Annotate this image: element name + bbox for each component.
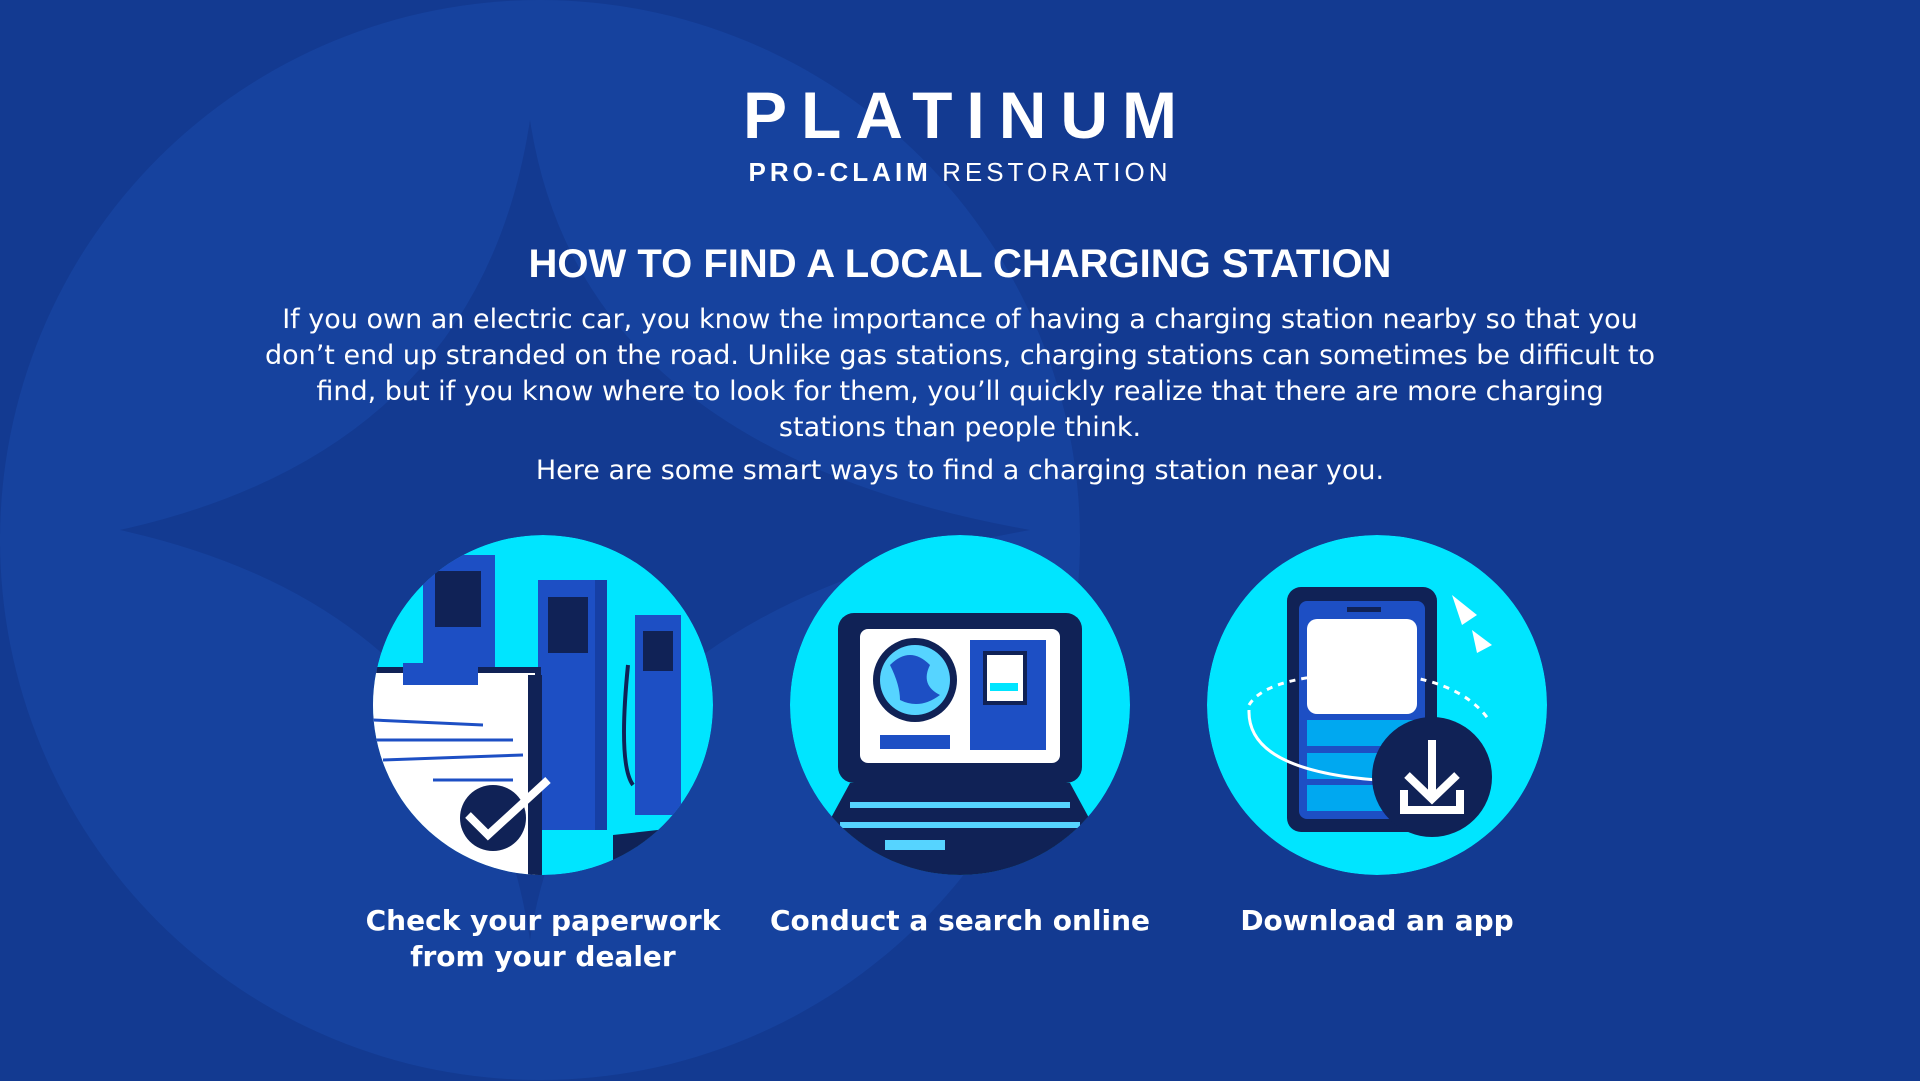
card-app-caption: Download an app xyxy=(1177,903,1577,939)
phone-download-icon xyxy=(1207,535,1547,875)
brand-tagline: PRO-CLAIM RESTORATION xyxy=(0,156,1920,188)
caption-line: from your dealer xyxy=(410,940,676,973)
brand-sub-light: RESTORATION xyxy=(942,157,1172,187)
caption-line: Download an app xyxy=(1240,904,1514,937)
laptop-search-icon xyxy=(790,535,1130,875)
card-search-caption: Conduct a search online xyxy=(760,903,1160,939)
intro-subline: Here are some smart ways to find a charg… xyxy=(535,455,1385,486)
caption-line: Check your paperwork xyxy=(365,904,721,937)
card-paperwork-caption: Check your paperwork from your dealer xyxy=(343,903,743,975)
brand-logo: PLATINUM PRO-CLAIM RESTORATION xyxy=(0,78,1920,188)
brand-sub-bold: PRO-CLAIM xyxy=(748,157,932,187)
charging-stations-paperwork-icon xyxy=(373,535,713,875)
intro-paragraph: If you own an electric car, you know the… xyxy=(264,304,1656,443)
page-title: HOW TO FIND A LOCAL CHARGING STATION xyxy=(528,242,1392,286)
card-paperwork: Check your paperwork from your dealer xyxy=(343,535,743,975)
card-download-app: Download an app xyxy=(1177,535,1577,939)
caption-line: Conduct a search online xyxy=(770,904,1150,937)
card-search-online: Conduct a search online xyxy=(760,535,1160,939)
brand-name: PLATINUM xyxy=(742,78,1192,152)
